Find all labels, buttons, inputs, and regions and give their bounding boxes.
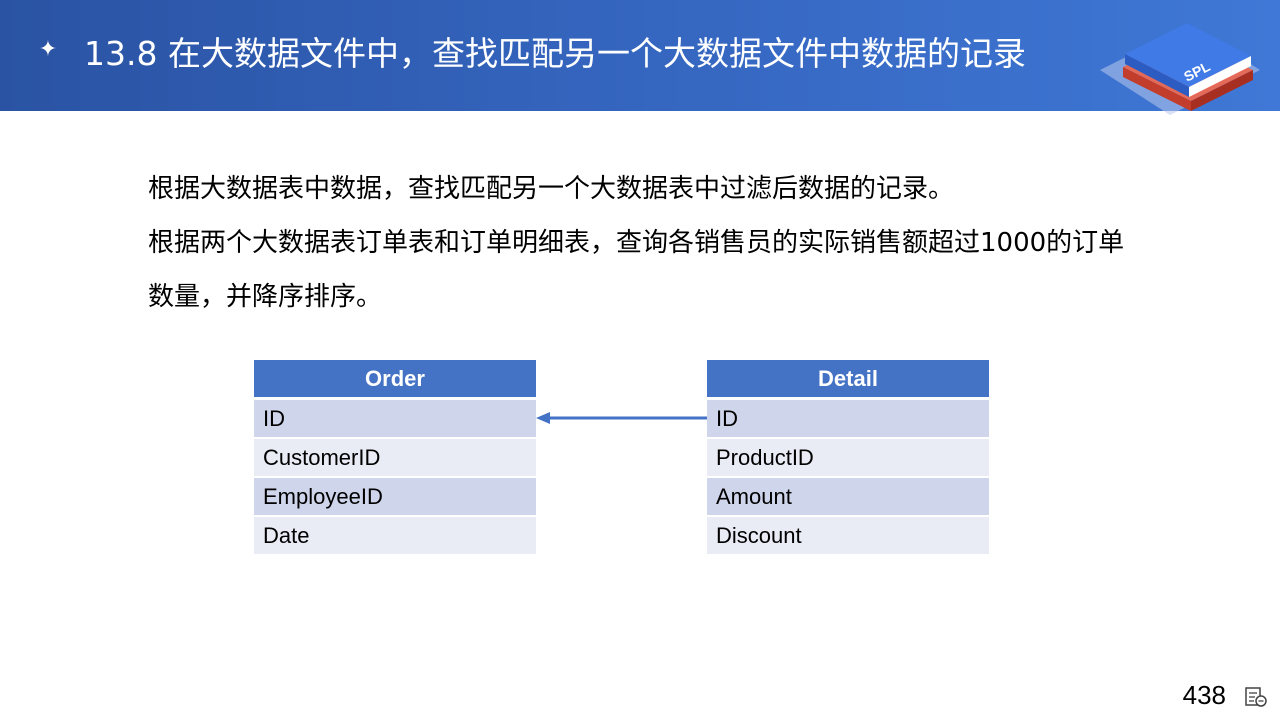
- detail-table-header: Detail: [707, 360, 989, 400]
- detail-table: Detail ID ProductID Amount Discount: [707, 360, 989, 556]
- slide-notes-icon[interactable]: [1245, 686, 1267, 708]
- description: 根据大数据表中数据，查找匹配另一个大数据表中过滤后数据的记录。 根据两个大数据表…: [148, 162, 1148, 324]
- order-field-row: EmployeeID: [254, 478, 536, 517]
- order-field-row: ID: [254, 400, 536, 439]
- order-field-row: Date: [254, 517, 536, 556]
- description-line-1: 根据大数据表中数据，查找匹配另一个大数据表中过滤后数据的记录。: [148, 174, 955, 204]
- slide-header: ✦ 13.8 在大数据文件中，查找匹配另一个大数据文件中数据的记录 SPL CO…: [0, 0, 1280, 115]
- detail-field-row: ID: [707, 400, 989, 439]
- description-line-2: 根据两个大数据表订单表和订单明细表，查询各销售员的实际销售额超过1000的订单数…: [148, 228, 1125, 312]
- order-field-row: CustomerID: [254, 439, 536, 478]
- order-table: Order ID CustomerID EmployeeID Date: [254, 360, 536, 556]
- four-point-star-icon: ✦: [38, 37, 58, 62]
- detail-field-row: Amount: [707, 478, 989, 517]
- detail-field-row: Discount: [707, 517, 989, 556]
- page-number: 438: [1182, 680, 1226, 710]
- spl-cookbook-book-stack-icon: SPL COOKBOOK: [1100, 23, 1260, 115]
- detail-field-row: ProductID: [707, 439, 989, 478]
- arrow-left-icon: [536, 412, 708, 424]
- slide-title: 13.8 在大数据文件中，查找匹配另一个大数据文件中数据的记录: [84, 34, 1026, 73]
- order-table-header: Order: [254, 360, 536, 400]
